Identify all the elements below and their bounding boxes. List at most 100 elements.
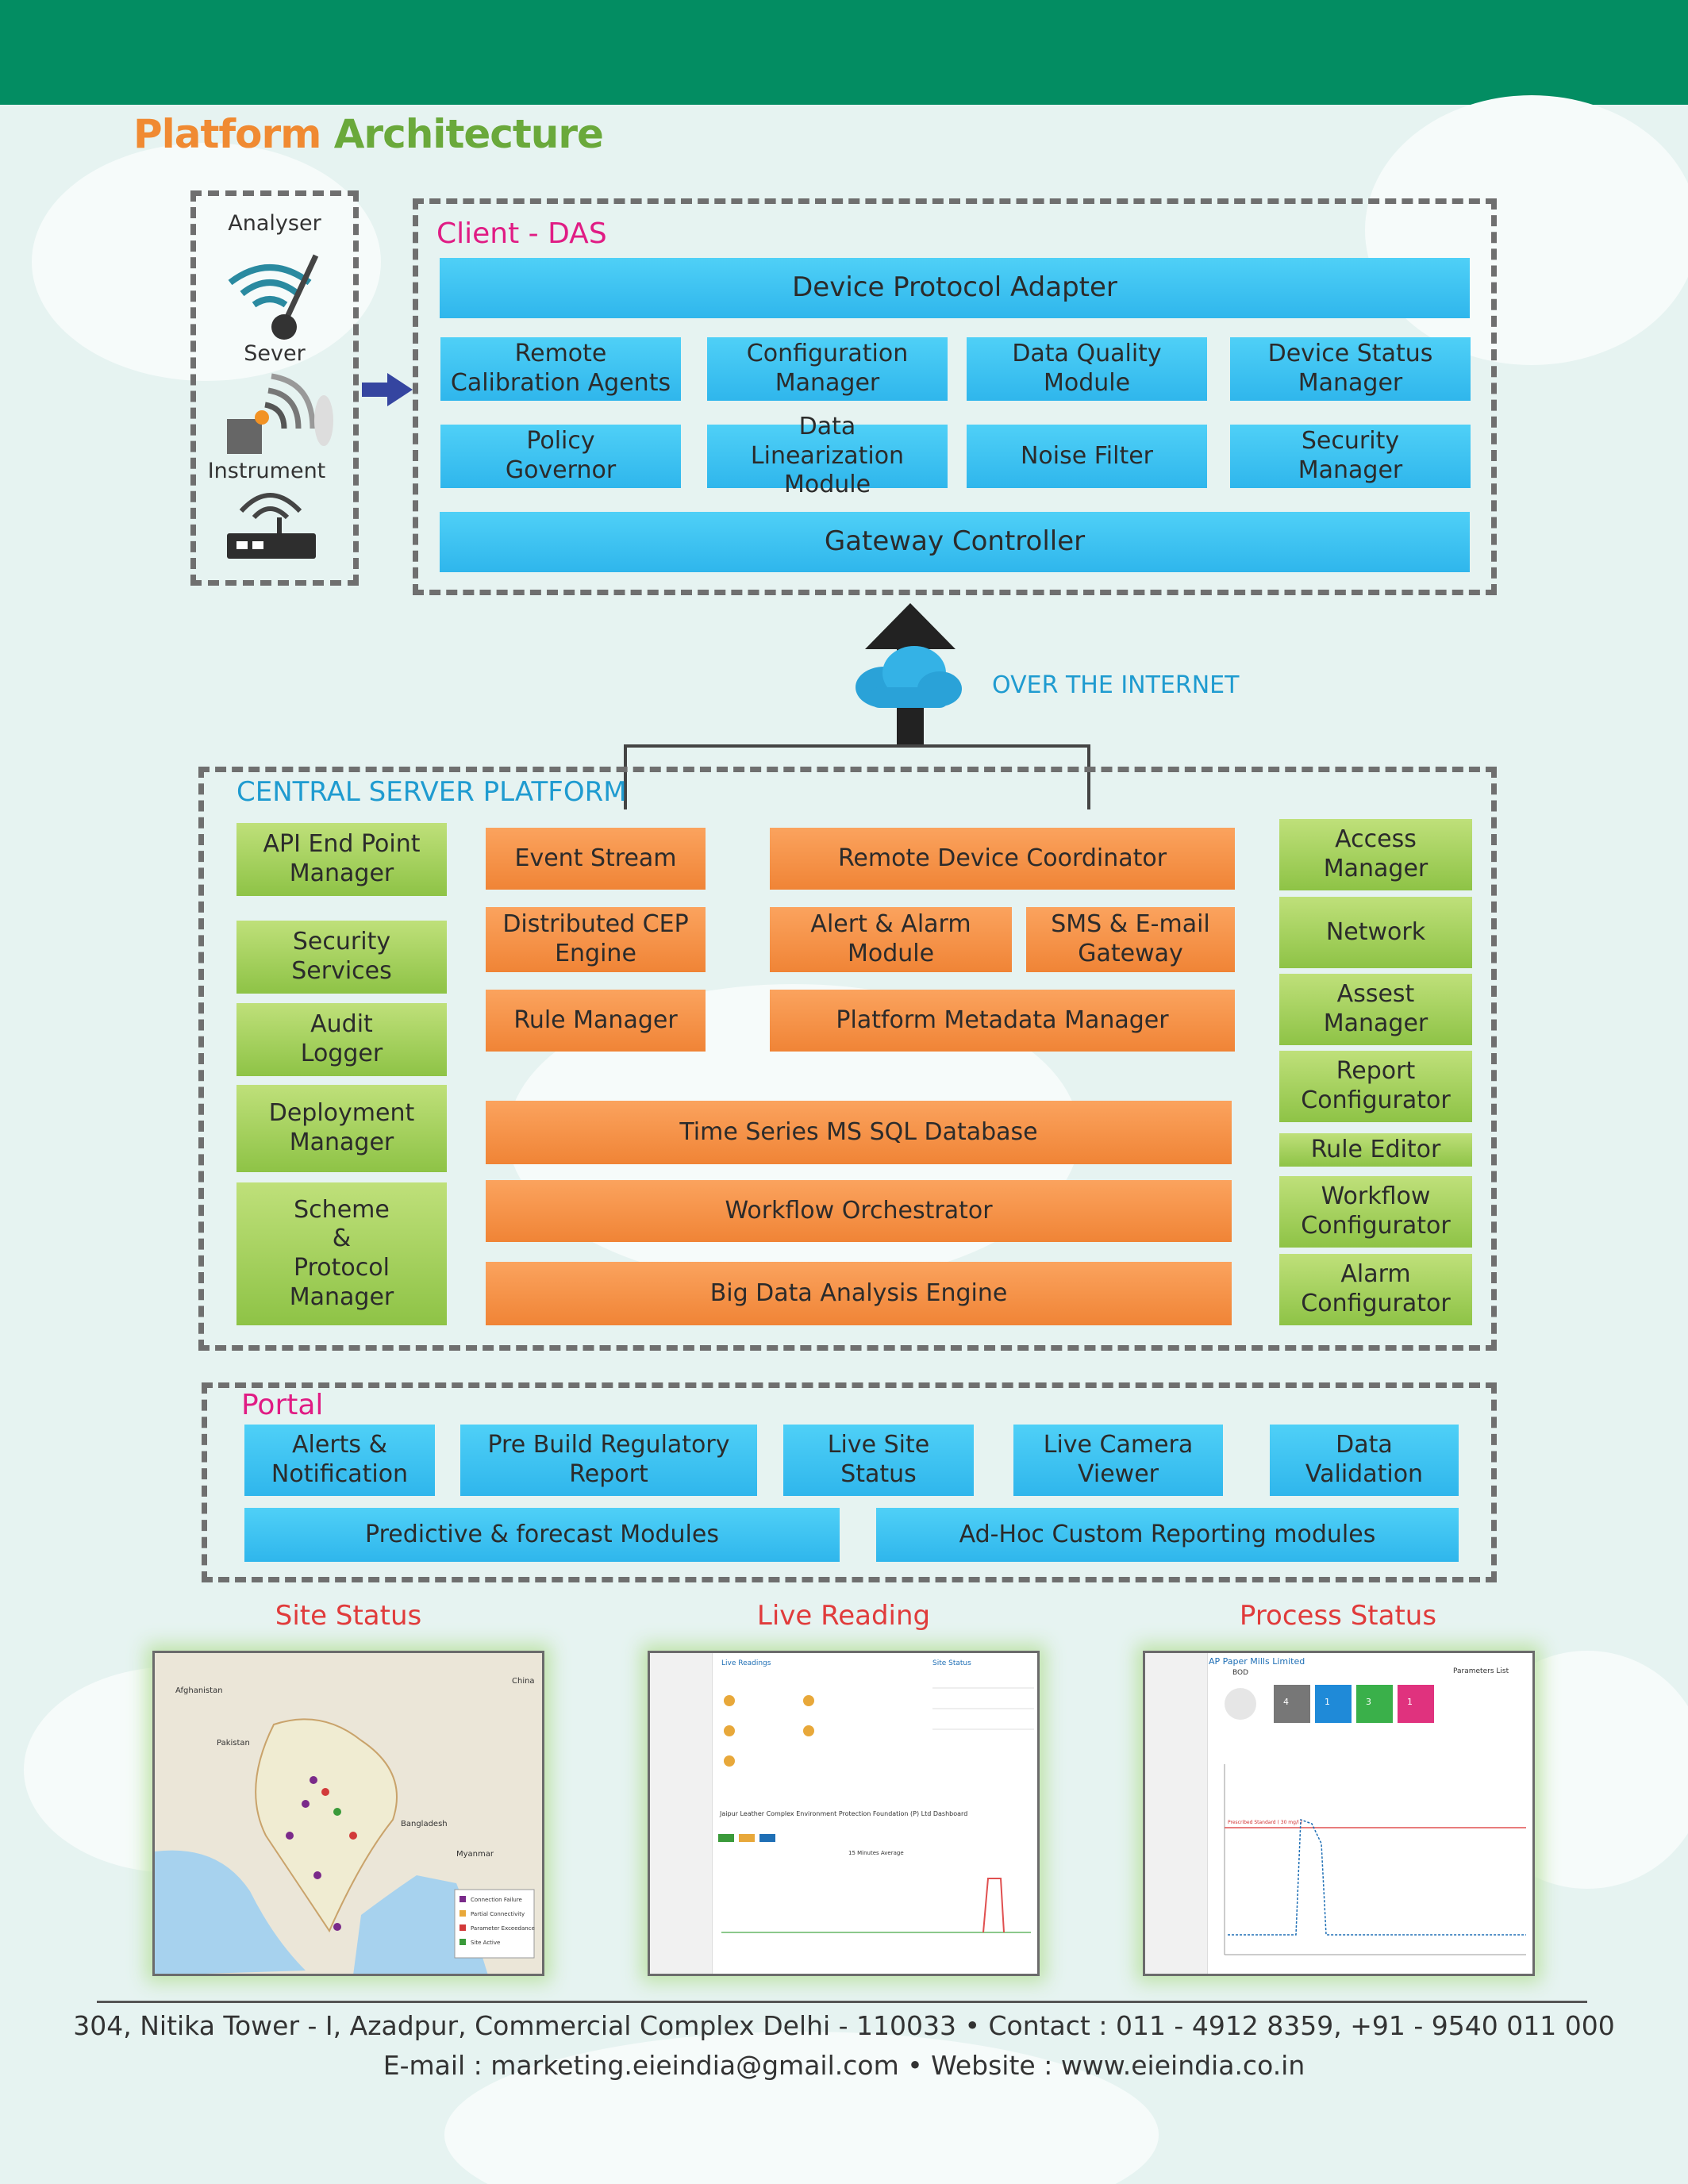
- remote-calibration-agents: Remote Calibration Agents: [440, 337, 681, 401]
- map-label: Afghanistan: [175, 1686, 223, 1695]
- over-the-internet-label: OVER THE INTERNET: [992, 671, 1240, 699]
- analyser-icon: [228, 254, 319, 340]
- footer-address: 304, Nitika Tower - I, Azadpur, Commerci…: [73, 2010, 1615, 2041]
- map-label: Pakistan: [217, 1739, 250, 1748]
- footer-contact: E-mail : marketing.eieindia@gmail.com • …: [383, 2050, 1305, 2081]
- prescribed-standard-label: Prescribed Standard ( 30 mg/l ): [1228, 1820, 1302, 1825]
- parameters-list-title: Parameters List: [1453, 1667, 1509, 1675]
- analyser-label: Analyser: [228, 211, 321, 236]
- data-validation: Data Validation: [1270, 1425, 1459, 1496]
- process-sidebar: [1145, 1653, 1208, 1974]
- live-reading-caption: Live Reading: [756, 1600, 931, 1632]
- background-cloud: [1365, 95, 1688, 365]
- alert-alarm-module: Alert & Alarm Module: [770, 907, 1012, 972]
- ad-hoc-custom-reporting: Ad-Hoc Custom Reporting modules: [876, 1508, 1459, 1562]
- rule-editor: Rule Editor: [1279, 1133, 1472, 1167]
- arrow-right-icon: [362, 373, 413, 406]
- cloud-icon: [856, 646, 962, 708]
- map-label: Myanmar: [456, 1850, 494, 1859]
- connector-line: [1087, 744, 1090, 809]
- sms-email-gateway: SMS & E-mail Gateway: [1026, 907, 1235, 972]
- noise-filter: Noise Filter: [967, 425, 1207, 488]
- live-dashboard-title: Jaipur Leather Complex Environment Prote…: [720, 1810, 968, 1817]
- policy-governor: Policy Governor: [440, 425, 681, 488]
- remote-device-coordinator: Remote Device Coordinator: [770, 828, 1235, 890]
- client-das-panel: [413, 198, 1497, 595]
- site-status-caption: Site Status: [275, 1600, 422, 1632]
- event-stream: Event Stream: [486, 828, 706, 890]
- process-status-screenshot: AP Paper Mills Limited BOD Parameters Li…: [1143, 1651, 1535, 1976]
- scheme-protocol-manager: Scheme & Protocol Manager: [236, 1182, 447, 1325]
- map-label: Bangladesh: [401, 1820, 448, 1828]
- devices-panel: [190, 190, 359, 586]
- portal-label: Portal: [241, 1389, 324, 1421]
- instrument-label: Instrument: [207, 459, 326, 483]
- count-badge: 3: [1366, 1697, 1371, 1707]
- count-badge: 1: [1407, 1697, 1413, 1707]
- central-server-label: CENTRAL SERVER PLATFORM: [236, 776, 627, 808]
- platform-metadata-manager: Platform Metadata Manager: [770, 990, 1235, 1052]
- data-linearization-module: Data Linearization Module: [707, 413, 948, 498]
- process-widgets: [1224, 1685, 1526, 1955]
- map-legend: Connection Failure Partial Connectivity …: [471, 1893, 535, 1950]
- security-services: Security Services: [236, 921, 447, 994]
- distributed-cep-engine: Distributed CEP Engine: [486, 907, 706, 972]
- live-camera-viewer: Live Camera Viewer: [1013, 1425, 1223, 1496]
- alerts-notification: Alerts & Notification: [244, 1425, 435, 1496]
- sever-label: Sever: [244, 341, 306, 366]
- live-site-status-title: Site Status: [932, 1659, 971, 1667]
- map-label: China: [512, 1677, 535, 1686]
- india-map: [155, 1653, 542, 1974]
- process-title: AP Paper Mills Limited: [1209, 1656, 1305, 1667]
- rule-manager: Rule Manager: [486, 990, 706, 1052]
- header-bar: [0, 0, 1688, 105]
- audit-logger: Audit Logger: [236, 1003, 447, 1076]
- process-status-caption: Process Status: [1239, 1600, 1437, 1632]
- data-quality-module: Data Quality Module: [967, 337, 1207, 401]
- legend-item: Connection Failure: [471, 1897, 522, 1903]
- router-icon: [227, 493, 316, 559]
- connector-line: [624, 744, 1090, 748]
- device-status-manager: Device Status Manager: [1230, 337, 1471, 401]
- count-badge: 4: [1283, 1697, 1289, 1707]
- pre-build-regulatory-report: Pre Build Regulatory Report: [460, 1425, 757, 1496]
- workflow-orchestrator: Workflow Orchestrator: [486, 1180, 1232, 1242]
- legend-item: Parameter Exceedance: [471, 1925, 535, 1932]
- configuration-manager: Configuration Manager: [707, 337, 948, 401]
- client-das-label: Client - DAS: [436, 217, 607, 250]
- access-manager: Access Manager: [1279, 819, 1472, 890]
- live-site-status: Live Site Status: [783, 1425, 974, 1496]
- live-reading-screenshot: Live Readings Site Status Jaipur Leather…: [648, 1651, 1040, 1976]
- live-widgets: [718, 1687, 1034, 1933]
- workflow-configurator: Workflow Configurator: [1279, 1176, 1472, 1248]
- central-server-panel: [198, 767, 1497, 1351]
- process-parameter: BOD: [1232, 1669, 1249, 1677]
- time-series-database: Time Series MS SQL Database: [486, 1101, 1232, 1164]
- deployment-manager: Deployment Manager: [236, 1085, 447, 1172]
- report-configurator: Report Configurator: [1279, 1051, 1472, 1122]
- page-title: Platform Architecture: [133, 111, 604, 157]
- sever-icon: [227, 373, 333, 454]
- portal-panel: [202, 1382, 1497, 1582]
- big-data-analysis-engine: Big Data Analysis Engine: [486, 1262, 1232, 1325]
- connector-line: [624, 744, 627, 809]
- live-readings-title: Live Readings: [721, 1659, 771, 1667]
- background-cloud: [32, 143, 381, 381]
- live-chart-title: 15 Minutes Average: [848, 1850, 904, 1856]
- api-end-point-manager: API End Point Manager: [236, 823, 447, 896]
- predictive-forecast-modules: Predictive & forecast Modules: [244, 1508, 840, 1562]
- legend-item: Partial Connectivity: [471, 1911, 525, 1917]
- footer-divider: [97, 2001, 1587, 2003]
- network: Network: [1279, 897, 1472, 968]
- security-manager: Security Manager: [1230, 425, 1471, 488]
- legend-item: Site Active: [471, 1940, 501, 1946]
- count-badge: 1: [1325, 1697, 1330, 1707]
- device-protocol-adapter: Device Protocol Adapter: [440, 258, 1470, 318]
- gateway-controller: Gateway Controller: [440, 512, 1470, 572]
- title-architecture: Architecture: [333, 111, 604, 157]
- site-status-screenshot: Afghanistan Pakistan China Bangladesh My…: [152, 1651, 544, 1976]
- live-sidebar: [650, 1653, 713, 1974]
- title-platform: Platform: [133, 111, 321, 157]
- alarm-configurator: Alarm Configurator: [1279, 1254, 1472, 1325]
